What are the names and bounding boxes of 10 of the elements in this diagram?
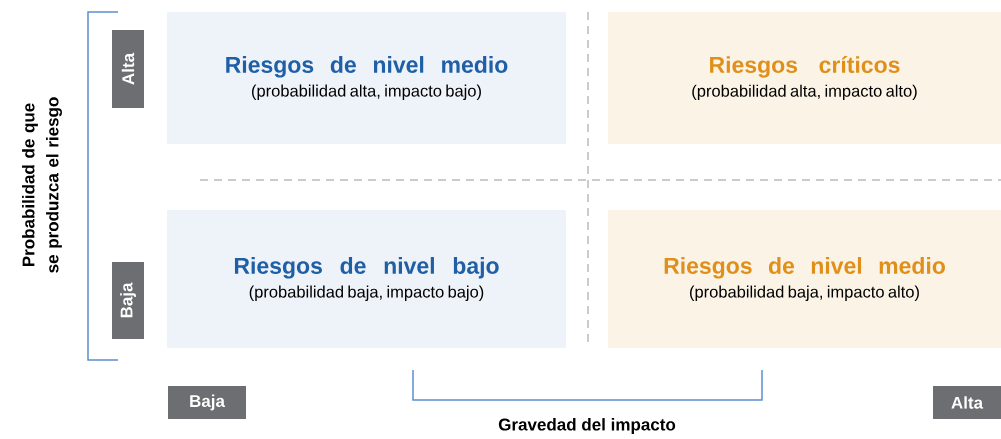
- quadrant-box: Riesgos críticos (probabilidad alta, impacto alto): [608, 12, 1001, 144]
- quadrant-box: Riesgos de nivel medio (probabilidad alta, impacto bajo): [167, 12, 566, 144]
- axis-tag: Alta: [933, 386, 1001, 419]
- quadrant-box: Riesgos de nivel bajo (probabilidad baja, impacto bajo): [167, 210, 566, 348]
- quadrant-box: Riesgos de nivel medio (probabilidad baja, impacto alto): [608, 210, 1001, 348]
- axis-tag: Baja: [112, 262, 144, 339]
- axis-tag: Baja: [168, 386, 246, 419]
- axis-title: Gravedad del impacto: [498, 418, 676, 434]
- axis-title: Probabilidad de que se produzca el riesgo: [22, 97, 62, 273]
- axis-tag: Alta: [112, 30, 144, 108]
